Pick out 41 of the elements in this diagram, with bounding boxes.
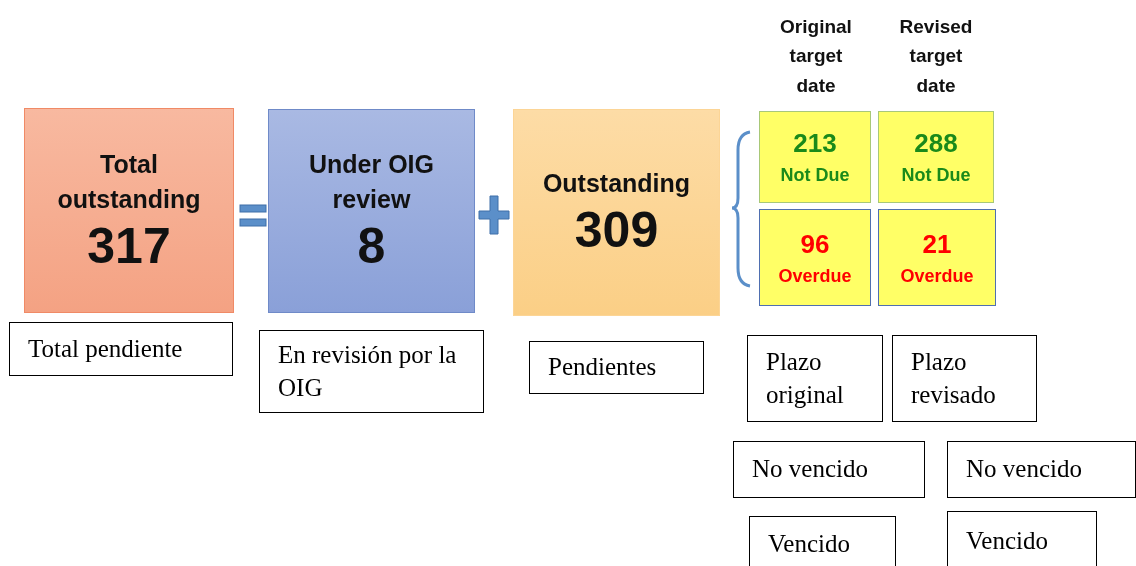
summary-box	[24, 108, 234, 313]
count-cell	[878, 111, 994, 203]
count-number: 213	[793, 128, 837, 159]
column-heading: Original target date	[779, 15, 853, 98]
status-text: Not Due	[780, 165, 850, 186]
box-heading: Under OIG review	[308, 149, 435, 215]
translation-box	[259, 330, 484, 413]
count-number: 309	[574, 201, 659, 259]
translation-box	[892, 335, 1037, 422]
count-number: 96	[800, 228, 830, 260]
count-cell	[878, 209, 996, 306]
translation-text: No vencido	[752, 454, 868, 485]
translation-text: Vencido	[768, 528, 850, 559]
translation-box	[947, 511, 1097, 566]
translation-box	[747, 335, 883, 422]
translation-box	[733, 441, 925, 498]
translation-text: No vencido	[966, 454, 1082, 485]
translation-text: Vencido	[966, 525, 1048, 556]
count-cell	[759, 209, 871, 306]
translation-text: Total pendiente	[28, 333, 183, 364]
translation-box	[9, 322, 233, 376]
translation-box	[529, 341, 704, 394]
count-number: 8	[357, 217, 386, 275]
column-heading: Revised target date	[898, 15, 974, 98]
count-number: 288	[914, 128, 958, 159]
summary-box	[513, 109, 720, 316]
box-heading: Total outstanding	[56, 148, 202, 215]
translation-text: Plazo revisado	[911, 347, 997, 410]
box-heading: Outstanding	[541, 168, 692, 199]
translation-box	[947, 441, 1136, 498]
translation-text: En revisión por la OIG	[278, 340, 458, 403]
summary-box	[268, 109, 475, 313]
count-number: 317	[87, 216, 171, 275]
status-text: Overdue	[778, 265, 852, 287]
translation-text: Plazo original	[766, 347, 845, 410]
status-text: Overdue	[900, 265, 974, 287]
translation-box	[749, 516, 896, 566]
status-text: Not Due	[901, 165, 971, 186]
translation-text: Pendientes	[548, 352, 657, 383]
count-cell	[759, 111, 871, 203]
count-number: 21	[922, 228, 952, 260]
